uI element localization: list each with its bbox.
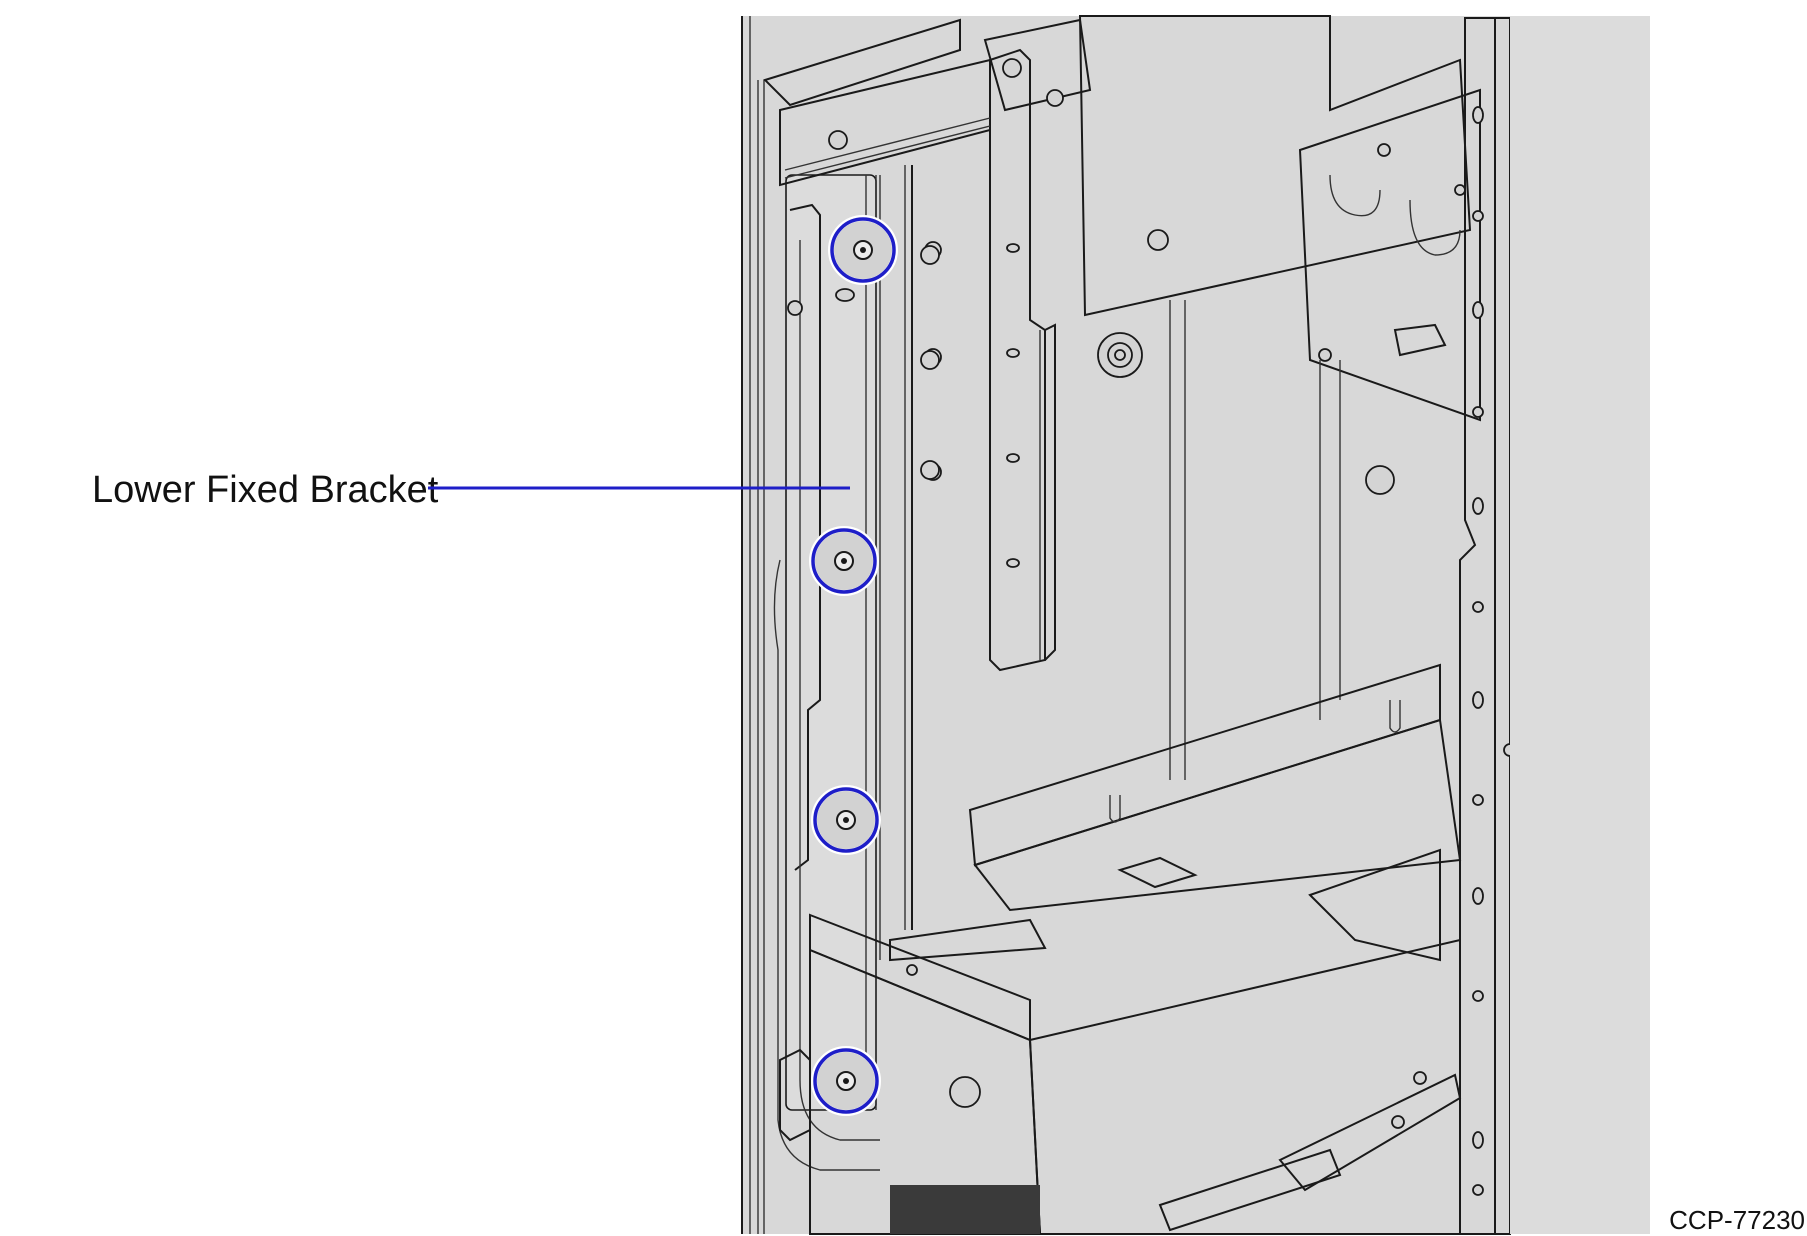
left-frame	[741, 16, 765, 1234]
upper-housing	[1078, 15, 1481, 422]
screw-highlight-3	[811, 785, 881, 855]
top-rail-assembly	[763, 18, 1092, 187]
callout: Lower Fixed Bracket	[92, 469, 850, 511]
back-panel	[742, 16, 1650, 1234]
center-slotted-strip	[989, 48, 1056, 672]
round-boss	[1097, 332, 1143, 378]
lower-fixed-bracket	[773, 174, 880, 1171]
screw-highlight-2	[809, 526, 879, 596]
inner-dividers	[1169, 300, 1395, 780]
lower-drawer	[809, 913, 1462, 1235]
channel-screws	[920, 245, 940, 480]
cabinet-illustration	[741, 15, 1650, 1235]
figure-id: CCP-77230	[1669, 1205, 1805, 1235]
middle-shelf	[968, 663, 1462, 962]
callout-label: Lower Fixed Bracket	[92, 469, 439, 511]
right-wall	[1510, 16, 1650, 1234]
highlighted-screws	[809, 215, 898, 1116]
screw-highlight-4	[811, 1046, 881, 1116]
screw-highlight-1	[828, 215, 898, 285]
